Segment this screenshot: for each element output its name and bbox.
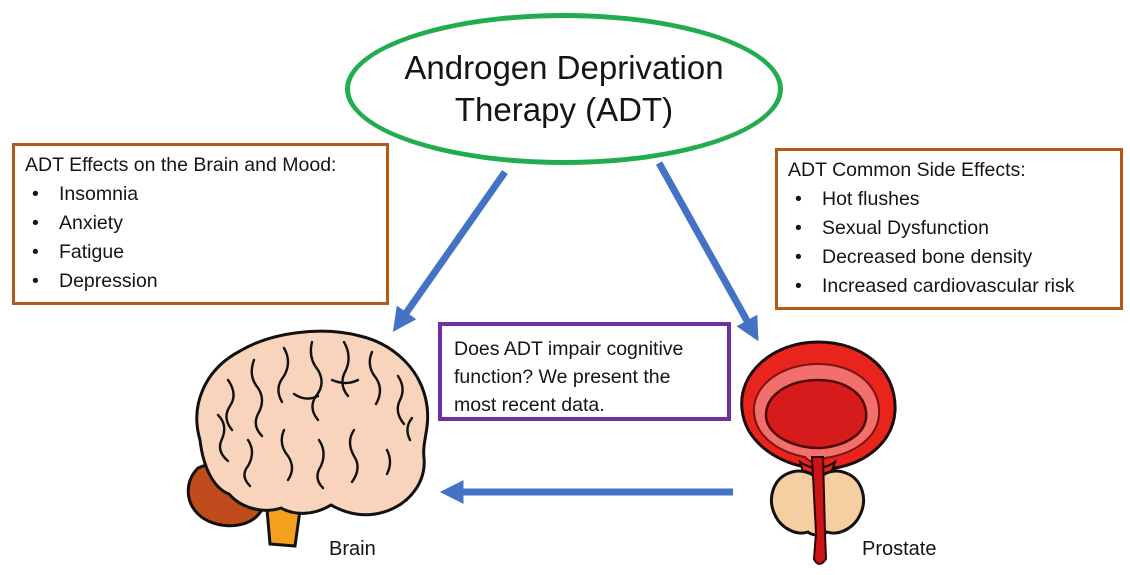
list-item: • Hot flushes <box>788 185 1110 214</box>
brain-effects-heading: ADT Effects on the Brain and Mood: <box>25 154 337 176</box>
bullet-icon: • <box>795 188 802 210</box>
arrow-adt-to-prostate <box>655 161 759 342</box>
side-effects-heading: ADT Common Side Effects: <box>788 159 1026 181</box>
side-effect-item: Increased cardiovascular risk <box>822 275 1075 297</box>
side-effect-item: Hot flushes <box>822 188 920 210</box>
bullet-icon: • <box>32 183 39 205</box>
bullet-icon: • <box>32 212 39 234</box>
brain-illustration <box>186 329 430 548</box>
list-item: • Increased cardiovascular risk <box>788 272 1110 301</box>
arrow-adt-to-brain <box>392 169 508 332</box>
list-item: • Depression <box>25 267 376 296</box>
bullet-icon: • <box>795 217 802 239</box>
brain-effect-item: Anxiety <box>59 212 123 234</box>
list-item: • Decreased bone density <box>788 243 1110 272</box>
bullet-icon: • <box>795 246 802 268</box>
question-text: Does ADT impair cognitive function? We p… <box>454 338 684 416</box>
list-item: • Anxiety <box>25 209 376 238</box>
prostate-label: Prostate <box>862 538 937 560</box>
bullet-icon: • <box>32 241 39 263</box>
brain-effects-box: ADT Effects on the Brain and Mood: • Ins… <box>12 143 389 305</box>
brain-effect-item: Fatigue <box>59 241 125 263</box>
list-item: • Insomnia <box>25 180 376 209</box>
bullet-icon: • <box>795 275 802 297</box>
sulci-lines <box>216 340 414 490</box>
brain-effect-item: Depression <box>59 270 158 292</box>
list-item: • Fatigue <box>25 238 376 267</box>
page-title: Androgen Deprivation Therapy (ADT) <box>404 49 724 128</box>
question-box: Does ADT impair cognitive function? We p… <box>438 322 731 421</box>
list-item: • Sexual Dysfunction <box>788 214 1110 243</box>
brain-label: Brain <box>329 538 376 560</box>
side-effect-item: Sexual Dysfunction <box>822 217 989 239</box>
adt-title-ellipse: Androgen Deprivation Therapy (ADT) <box>345 13 783 165</box>
urethra-shape <box>810 456 828 565</box>
prostate-illustration <box>740 340 897 565</box>
side-effect-item: Decreased bone density <box>822 246 1033 268</box>
brain-effect-item: Insomnia <box>59 183 139 205</box>
side-effects-box: ADT Common Side Effects: • Hot flushes •… <box>775 148 1123 310</box>
bullet-icon: • <box>32 270 39 292</box>
bladder-inner-shape <box>764 378 868 450</box>
cerebrum-shape <box>195 329 430 517</box>
